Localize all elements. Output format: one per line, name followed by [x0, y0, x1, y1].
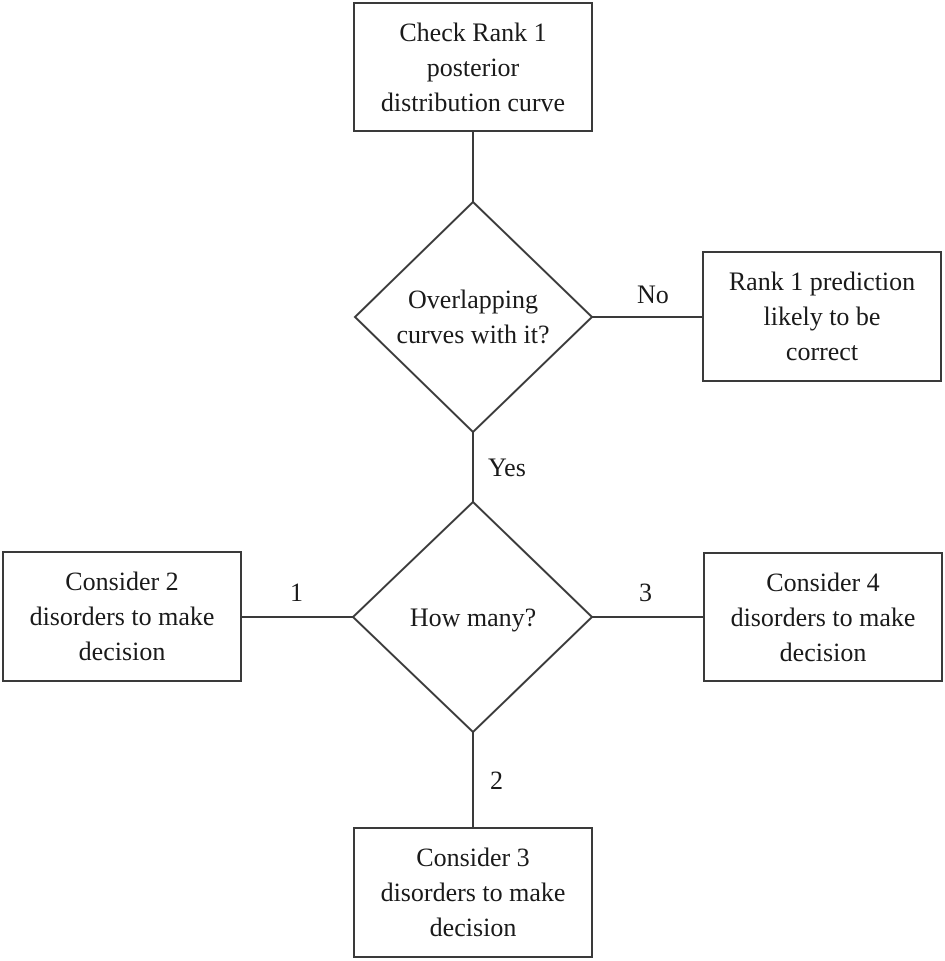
node-check-rank1: Check Rank 1 posterior distribution curv…	[353, 2, 593, 132]
node-rank1-correct-line2: likely to be	[763, 302, 881, 331]
node-consider-4-line2: disorders to make	[730, 602, 916, 632]
node-check-rank1-line2: posterior	[426, 52, 520, 82]
node-consider-2-line1: Consider 2	[65, 567, 179, 596]
edge-label-3: 3	[639, 578, 652, 607]
node-check-rank1-line3: distribution curve	[380, 87, 566, 117]
edge-label-2: 2	[490, 766, 503, 795]
edge-label-no: No	[637, 280, 669, 309]
node-check-rank1-line1: Check Rank 1	[399, 17, 547, 47]
node-rank1-correct-line3: correct	[785, 337, 859, 366]
decision-overlapping-line2: curves with it?	[396, 320, 550, 349]
node-consider-2-line2: disorders to make	[29, 602, 215, 631]
node-consider-2: Consider 2 disorders to make decision	[2, 551, 242, 682]
node-consider-3: Consider 3 disorders to make decision	[353, 827, 593, 958]
node-consider-3-line2: disorders to make	[380, 878, 566, 907]
edge-label-yes: Yes	[488, 453, 526, 482]
node-consider-4-line1: Consider 4	[766, 567, 880, 597]
decision-overlapping-text: Overlapping curves with it?	[365, 277, 581, 357]
node-consider-3-line1: Consider 3	[416, 843, 530, 872]
decision-howmany-text: How many?	[383, 597, 563, 637]
edge-label-1: 1	[290, 578, 303, 607]
node-consider-4-line3: decision	[779, 637, 867, 667]
node-consider-2-line3: decision	[78, 637, 166, 666]
decision-overlapping-line1: Overlapping	[408, 285, 538, 314]
node-consider-4: Consider 4 disorders to make decision	[703, 552, 943, 682]
node-consider-3-line3: decision	[429, 913, 517, 942]
node-rank1-correct: Rank 1 prediction likely to be correct	[702, 251, 942, 382]
node-rank1-correct-line1: Rank 1 prediction	[728, 267, 916, 296]
decision-howmany-line1: How many?	[409, 602, 537, 632]
